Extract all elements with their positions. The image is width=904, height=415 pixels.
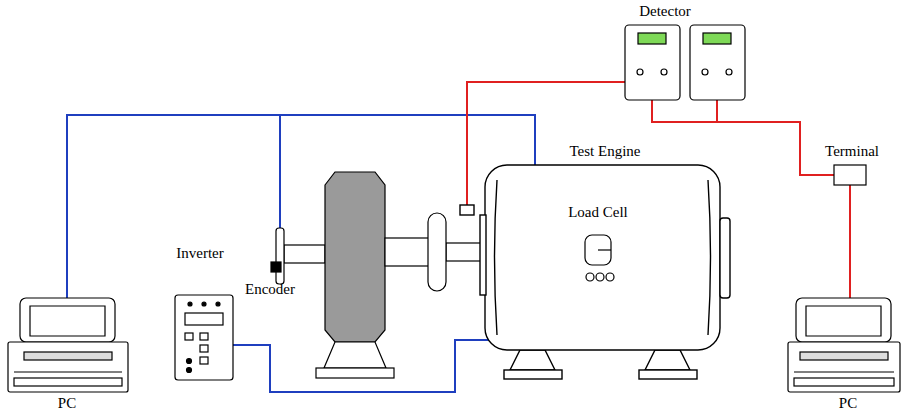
coupling [385,213,485,291]
dynamometer [316,172,394,378]
engine-housing [460,165,730,379]
component-label: Detector [639,2,691,20]
component-label: Inverter [176,244,223,262]
detector-units [625,25,745,100]
load-cell-symbol [585,235,614,281]
component-label: PC [839,394,857,412]
terminal-box [834,165,866,185]
pulley-shaft [271,228,325,284]
component-label: Load Cell [568,203,628,221]
pc-left [8,298,128,392]
component-label: Encoder [245,280,295,298]
component-label: Test Engine [569,142,640,160]
controller-box [175,295,233,380]
pc-right [788,298,900,392]
component-label: PC [58,394,76,412]
component-label: Terminal [825,142,879,160]
